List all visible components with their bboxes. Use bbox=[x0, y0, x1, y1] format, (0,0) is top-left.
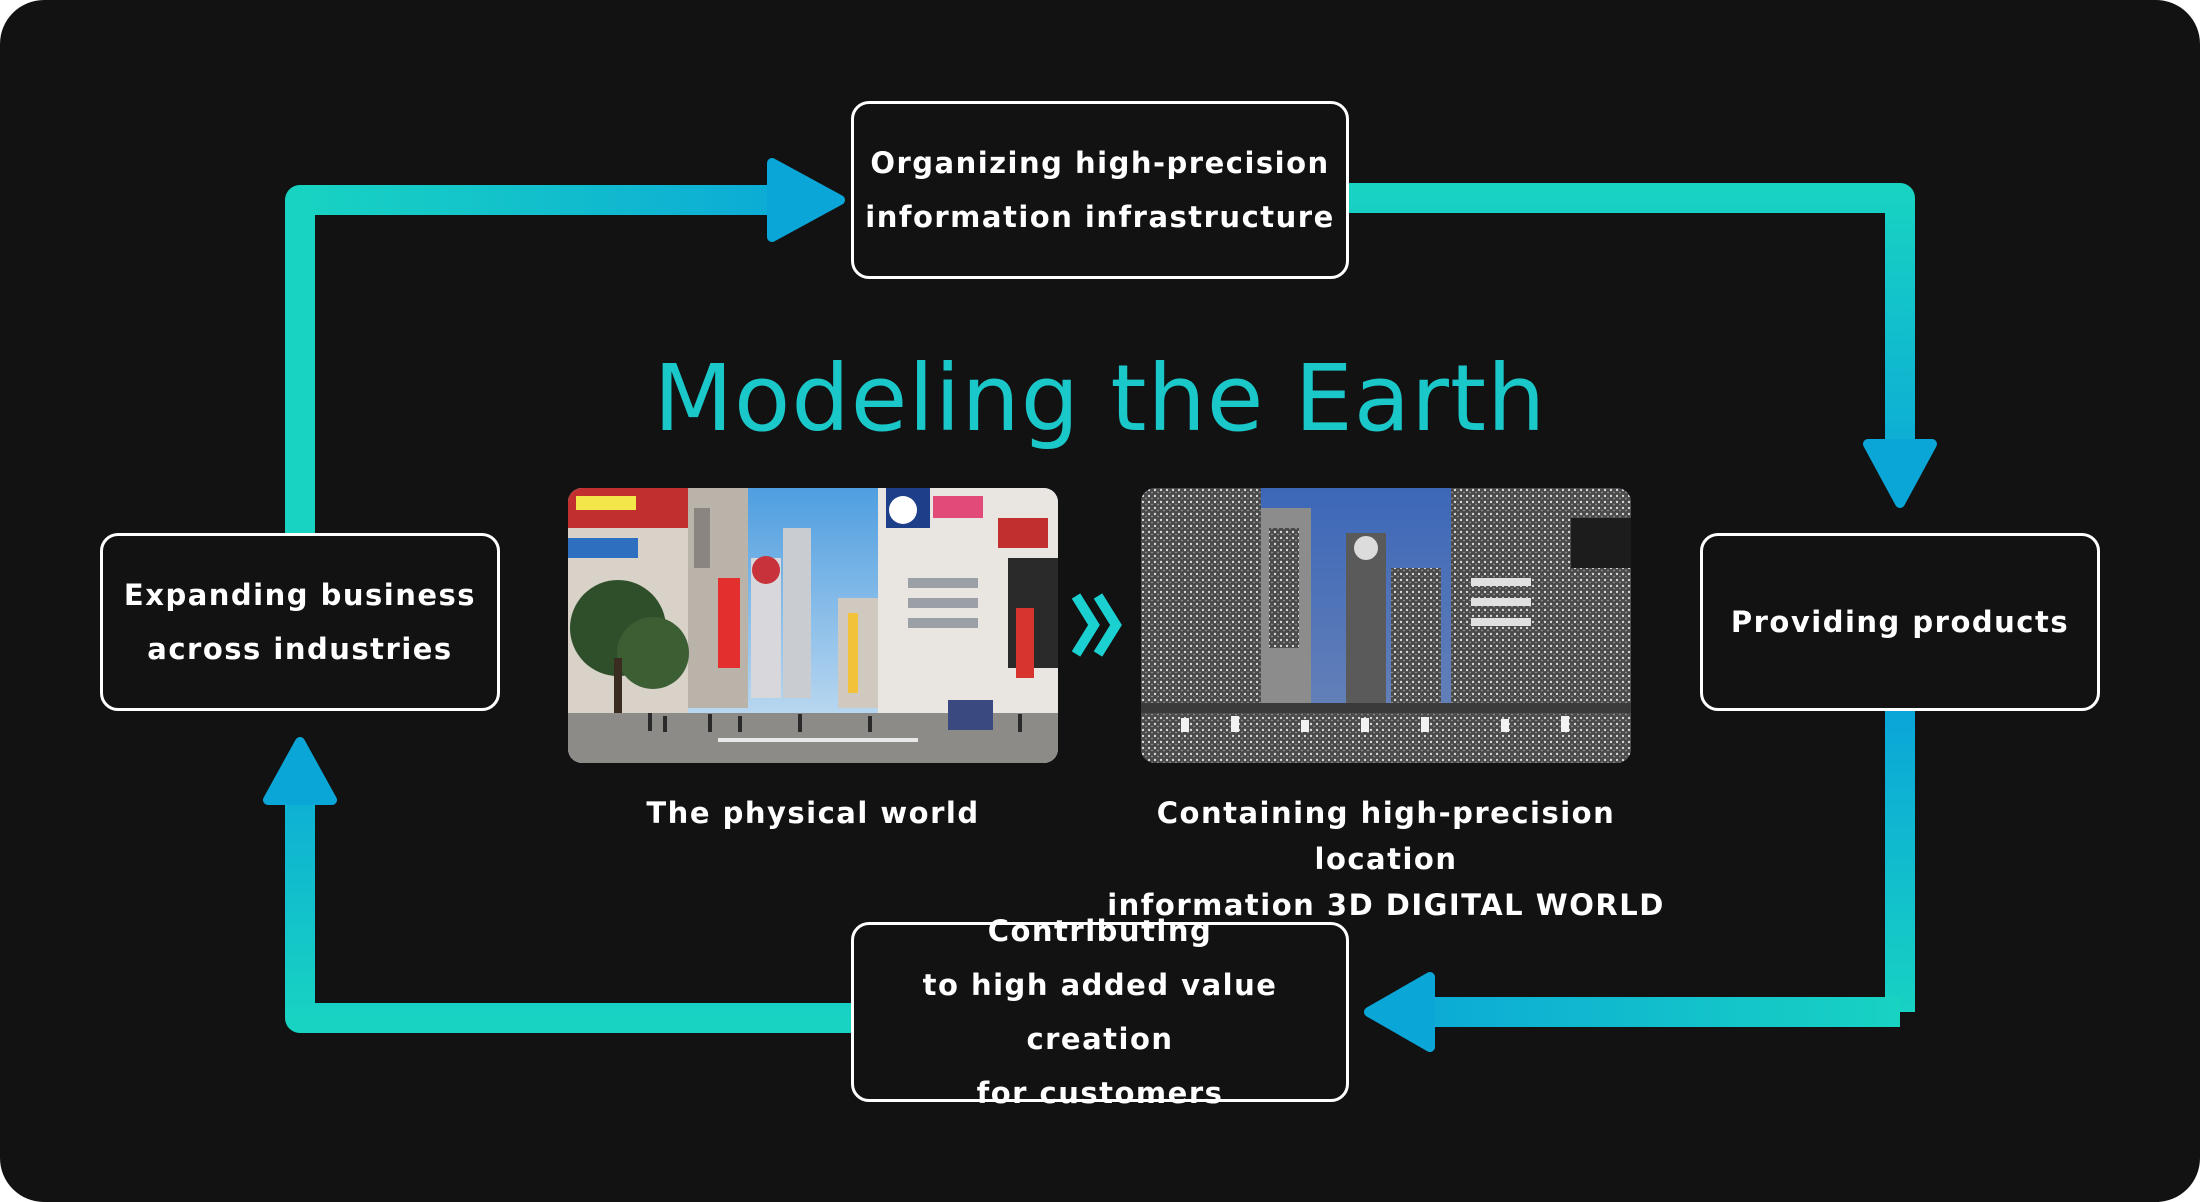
node-bottom-line-2: to high added value creation bbox=[854, 958, 1346, 1066]
node-bottom-line-3: for customers bbox=[854, 1066, 1346, 1120]
node-top-line-2: information infrastructure bbox=[865, 190, 1335, 244]
arrowhead-to-left-box bbox=[268, 742, 332, 800]
diagram-title: Modeling the Earth bbox=[0, 345, 2200, 452]
arrowhead-to-top-box bbox=[772, 163, 840, 237]
node-providing-products: Providing products bbox=[1700, 533, 2100, 711]
node-expanding-business: Expanding business across industries bbox=[100, 533, 500, 711]
node-organizing-infrastructure: Organizing high-precision information in… bbox=[851, 101, 1349, 279]
caption-digital-line-1: Containing high-precision location bbox=[1081, 790, 1691, 882]
double-chevron-right-icon bbox=[1072, 590, 1128, 660]
node-right-line-1: Providing products bbox=[1731, 595, 2069, 649]
physical-world-photo bbox=[568, 488, 1058, 763]
node-contributing-value-creation: Contributing to high added value creatio… bbox=[851, 922, 1349, 1102]
caption-digital-line-2: information 3D DIGITAL WORLD bbox=[1081, 882, 1691, 928]
node-left-line-2: across industries bbox=[124, 622, 476, 676]
node-top-line-1: Organizing high-precision bbox=[865, 136, 1335, 190]
caption-physical-text: The physical world bbox=[646, 796, 979, 830]
digital-world-point-cloud bbox=[1141, 488, 1631, 763]
caption-digital-world: Containing high-precision location infor… bbox=[1081, 790, 1691, 928]
node-left-line-1: Expanding business bbox=[124, 568, 476, 622]
arrowhead-to-bottom-box bbox=[1369, 977, 1430, 1047]
caption-physical-world: The physical world bbox=[568, 790, 1058, 836]
arrowhead-to-right-box bbox=[1868, 444, 1932, 503]
